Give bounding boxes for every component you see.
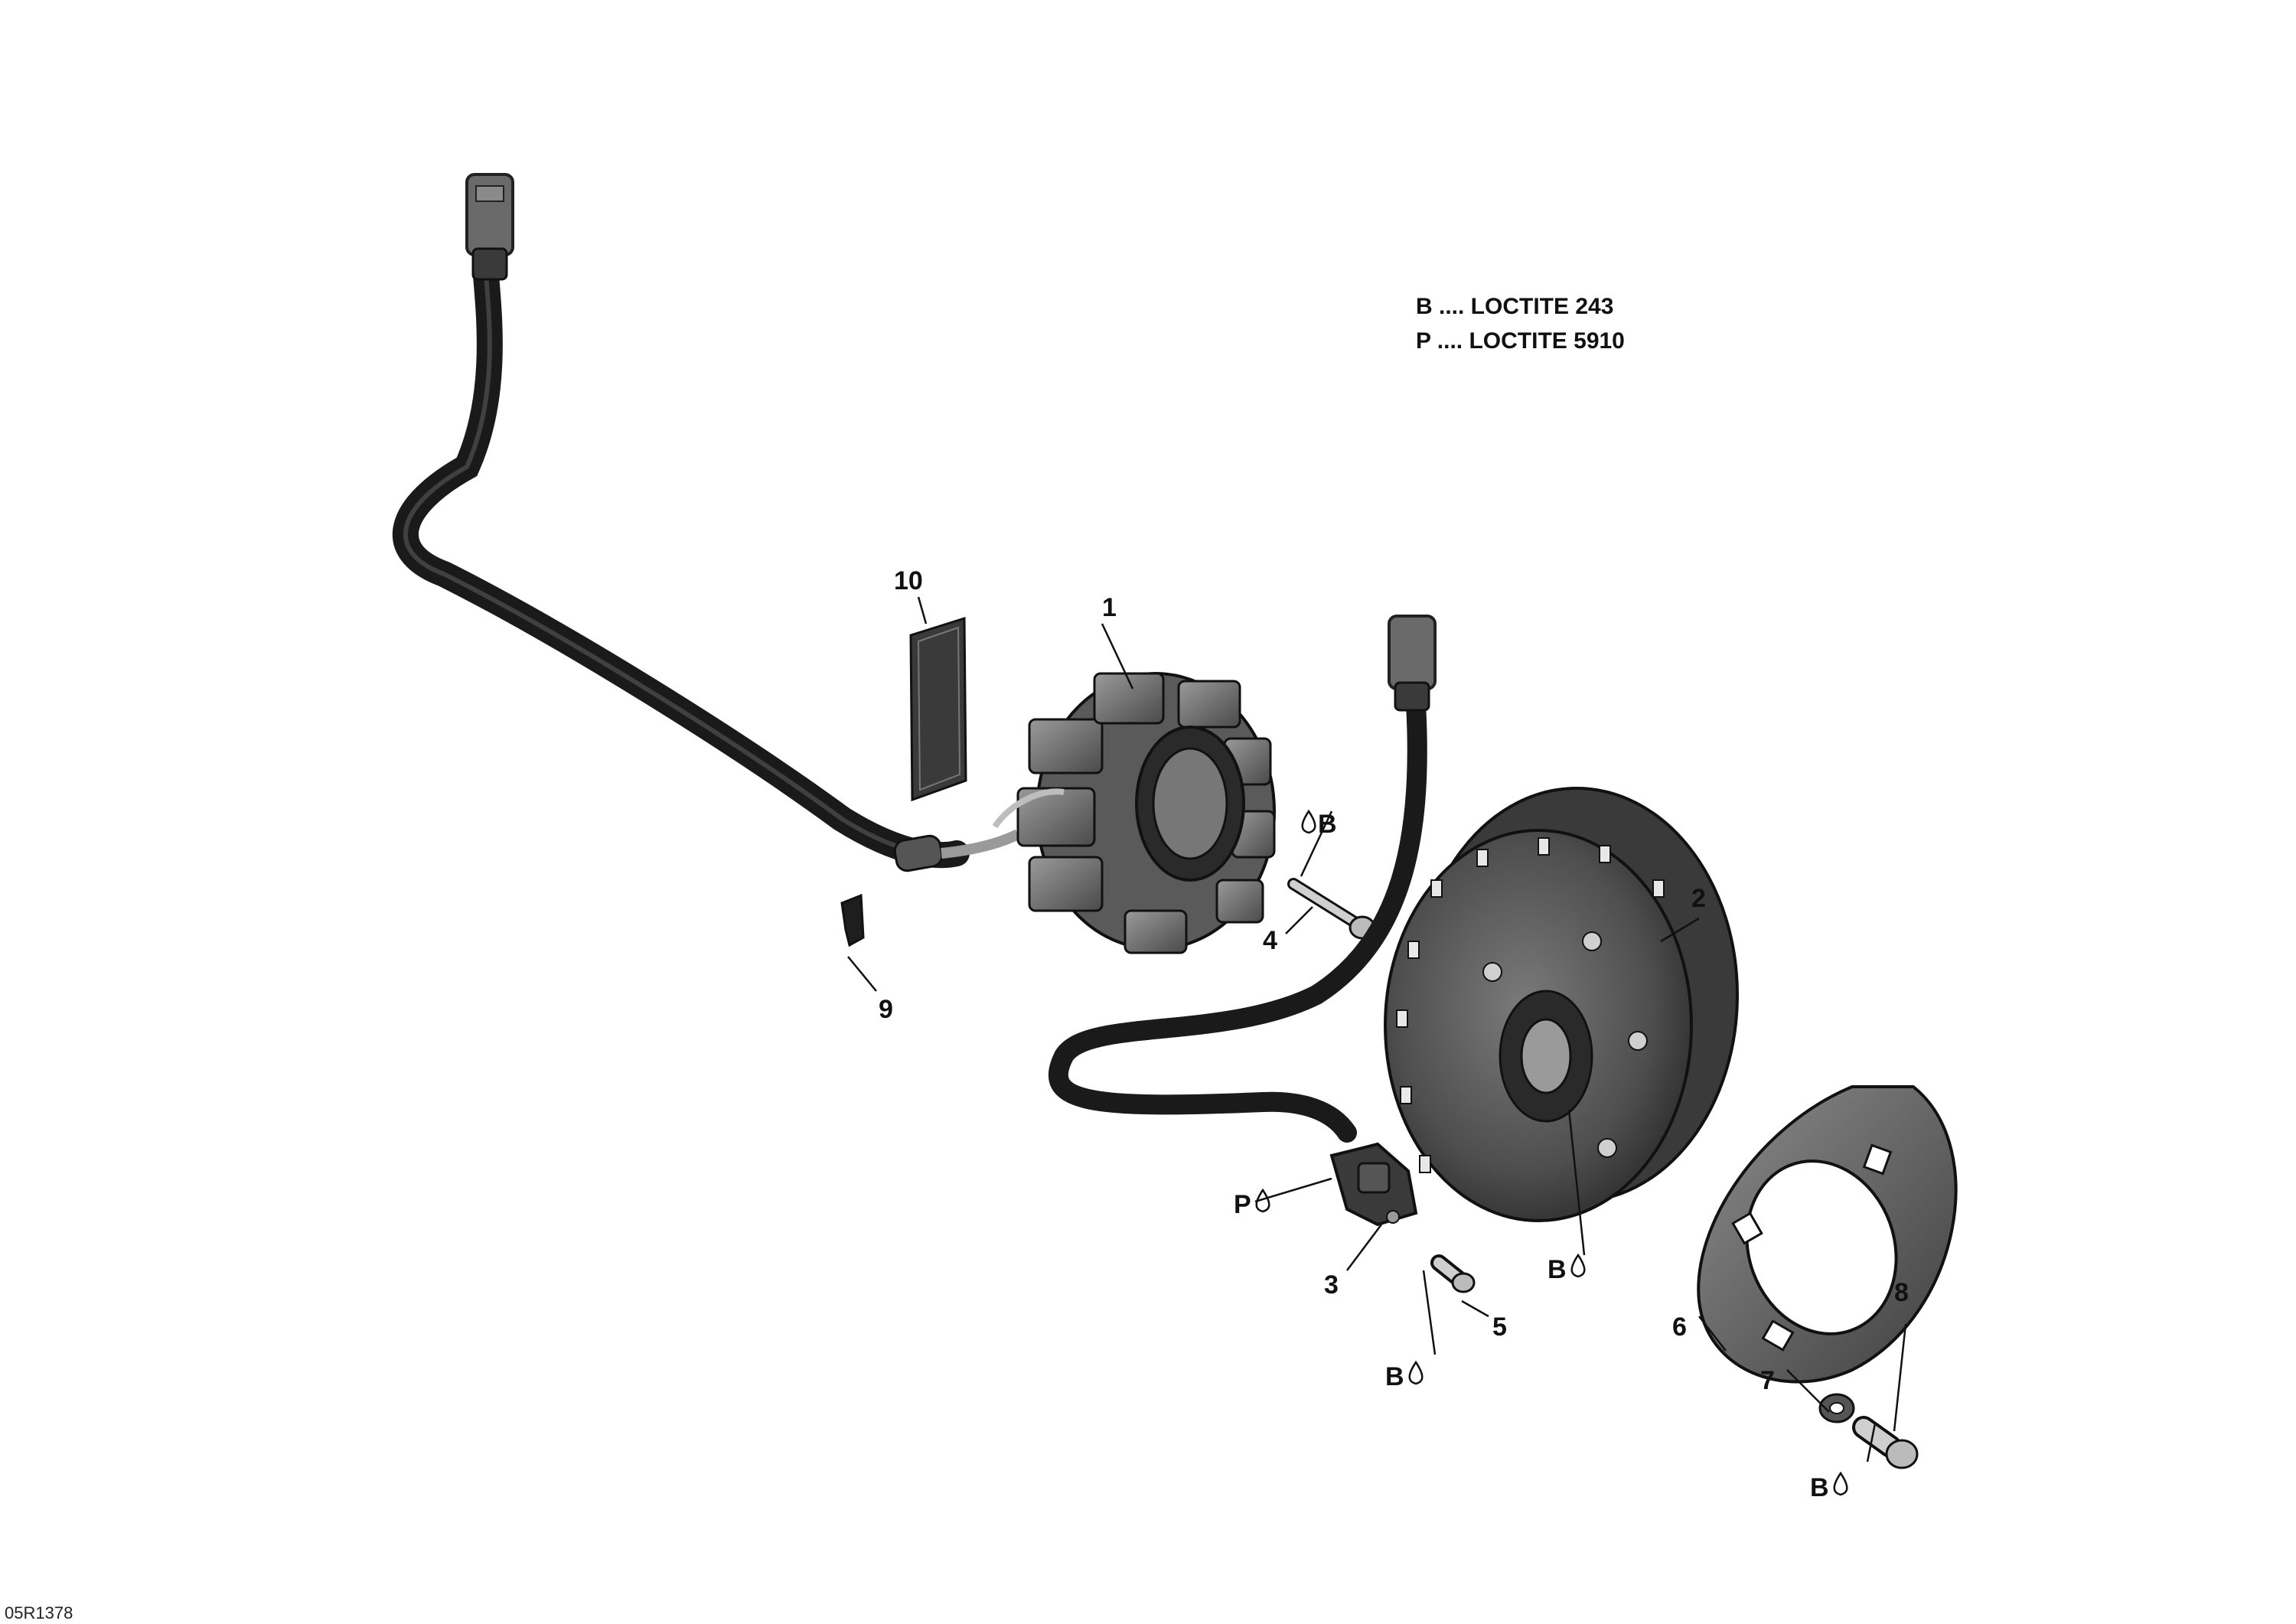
grommet [840, 893, 865, 947]
trigger-wheel [1697, 1085, 1958, 1384]
drop-icon [1255, 1188, 1270, 1213]
callout-rotor: 2 [1691, 884, 1706, 913]
callout-label: 10 [894, 566, 923, 595]
adhesive-legend: B .... LOCTITE 243 P .... LOCTITE 5910 [1416, 294, 1625, 354]
sensor-screw [1430, 1254, 1476, 1293]
drop-icon [1301, 809, 1316, 834]
svg-text:B: B [1385, 1362, 1404, 1391]
svg-text:B: B [1810, 1473, 1829, 1502]
adhesive-markers: B P B B B [1234, 809, 1848, 1502]
callout-rotor-screw: 8 [1894, 1278, 1909, 1307]
sensor-connector-plug [1388, 615, 1437, 690]
stator-harness [392, 173, 1021, 872]
stator [992, 672, 1276, 954]
drop-icon [1408, 1360, 1424, 1385]
legend-loctite-5910: P .... LOCTITE 5910 [1416, 328, 1625, 354]
callout-trigger-wheel: 6 [1672, 1313, 1687, 1342]
rotor [1384, 787, 1739, 1222]
sensor-harness [1048, 615, 1437, 1143]
callout-stator-screw: 4 [1263, 926, 1277, 955]
adhesive-marker-stator-screw: B [1301, 809, 1337, 839]
svg-text:B: B [1548, 1255, 1567, 1284]
svg-text:P: P [1234, 1190, 1251, 1219]
reference-code: 05R1378 [5, 1603, 73, 1622]
rotor-screw [1852, 1416, 1919, 1469]
callout-stator: 1 [1102, 593, 1117, 622]
washer [1818, 1393, 1855, 1423]
callout-sensor-screw: 5 [1492, 1313, 1507, 1342]
callout-numbers: 1 2 3 4 5 6 7 8 9 10 [879, 566, 1909, 1395]
adhesive-marker-sensor: P [1234, 1188, 1270, 1219]
leader-lines [847, 596, 1907, 1463]
adhesive-marker-rotor-center: B [1548, 1253, 1586, 1284]
callout-trigger-sensor: 3 [1324, 1270, 1339, 1300]
trigger-sensor [1329, 1142, 1418, 1227]
stator-screw [1287, 878, 1376, 940]
callout-grommet: 9 [879, 995, 893, 1024]
adhesive-marker-sensor-screw: B [1385, 1360, 1424, 1391]
callout-washer: 7 [1760, 1366, 1775, 1395]
drop-icon [1570, 1253, 1586, 1278]
legend-loctite-243: B .... LOCTITE 243 [1416, 294, 1613, 319]
adhesive-marker-rotor-screw: B [1810, 1471, 1848, 1502]
label-sticker [909, 616, 967, 802]
svg-text:B: B [1318, 810, 1337, 839]
drop-icon [1833, 1471, 1848, 1496]
